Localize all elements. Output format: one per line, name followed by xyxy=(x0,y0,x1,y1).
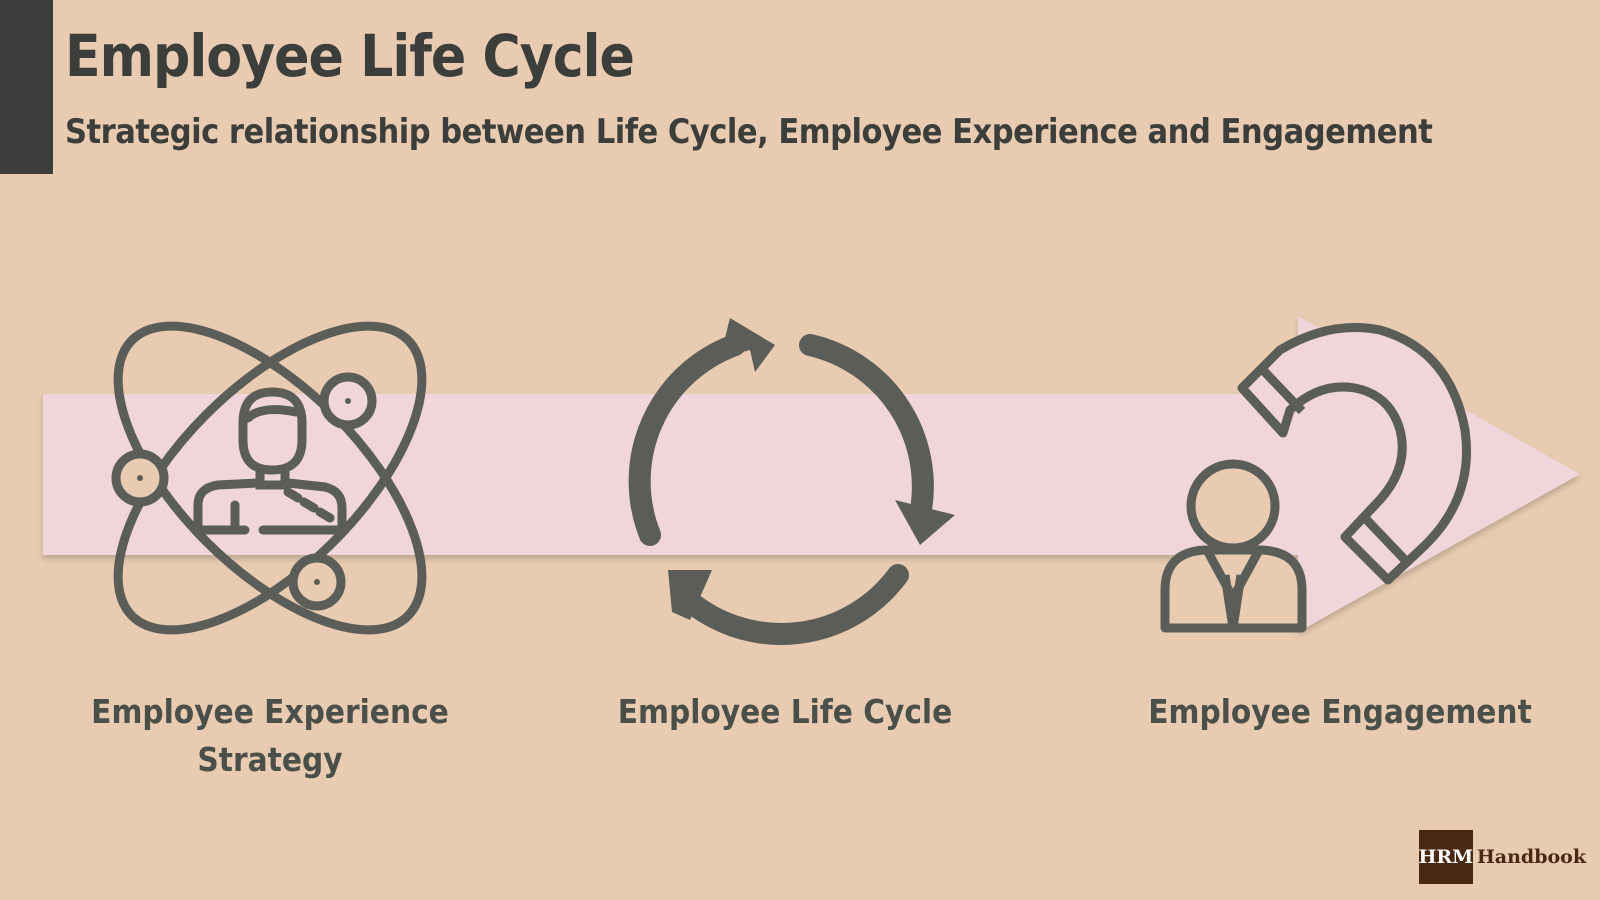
magnet-person-icon xyxy=(1160,323,1472,633)
cycle-arrows-icon xyxy=(628,318,955,645)
stage-label-engagement: Employee Engagement xyxy=(1148,692,1532,731)
stage-label-experience: Employee Experience Strategy xyxy=(70,688,470,784)
atom-person-icon xyxy=(111,321,427,635)
logo-box: HRM xyxy=(1418,830,1473,884)
page-title: Employee Life Cycle xyxy=(65,22,635,90)
page-subtitle: Strategic relationship between Life Cycl… xyxy=(65,112,1433,152)
logo-text: Handbook xyxy=(1476,846,1586,868)
stage-label-experience-line1: Employee Experience xyxy=(91,692,449,731)
stage-label-experience-line2: Strategy xyxy=(197,740,343,779)
title-accent-bar xyxy=(0,0,53,174)
hrm-handbook-logo: HRM Handbook xyxy=(1418,830,1586,884)
stage-label-life-cycle: Employee Life Cycle xyxy=(617,692,953,731)
